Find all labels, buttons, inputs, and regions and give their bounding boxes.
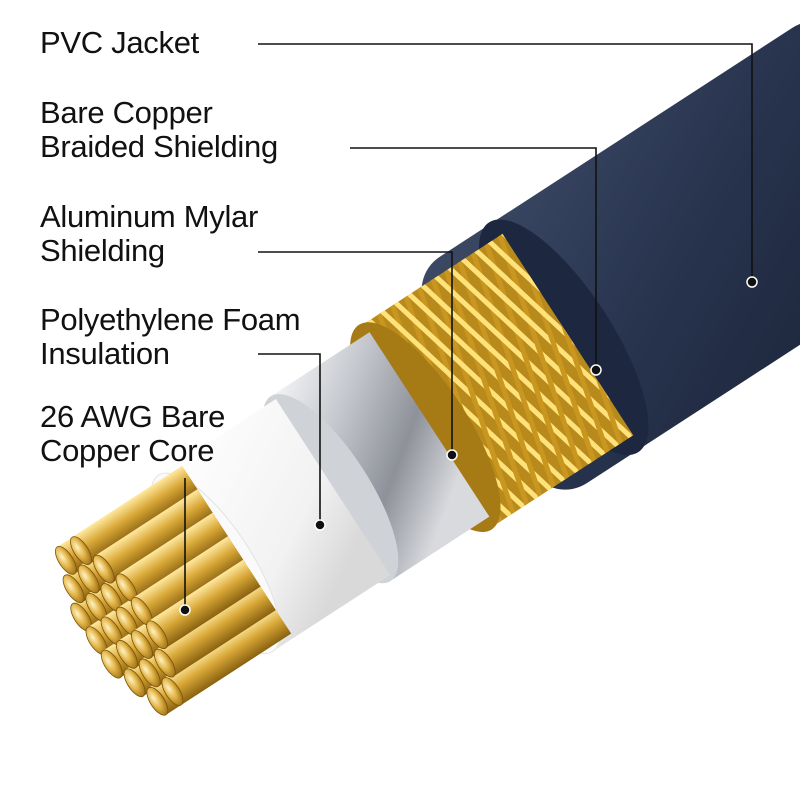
- copper-wire: [156, 583, 276, 677]
- braid-strand: [484, 241, 570, 481]
- copper-wire-tip: [100, 649, 123, 679]
- leader-dot-pvc-jacket: [746, 276, 758, 288]
- foam-insulation: [158, 398, 391, 652]
- braid-strand: [497, 233, 583, 473]
- braid-strand: [457, 259, 543, 499]
- braid-strand: [430, 276, 516, 516]
- label-braided-shielding-line-1: Bare Copper: [40, 95, 213, 130]
- label-mylar-shielding-line-2: Shielding: [40, 233, 165, 268]
- label-copper-core-line-2: Copper Core: [40, 433, 215, 468]
- copper-wire-tip: [123, 668, 146, 698]
- label-braided-shielding: Bare Copper Braided Shielding: [40, 96, 278, 164]
- braid-strand: [470, 250, 557, 490]
- copper-wire-tip: [115, 639, 138, 669]
- copper-wire-tip: [92, 554, 115, 584]
- label-foam-insulation-line-1: Polyethylene Foam: [40, 302, 301, 337]
- leader-dot-braided-shielding: [590, 364, 602, 376]
- copper-wire-tip: [62, 574, 85, 604]
- copper-wire-tip: [161, 677, 184, 706]
- copper-wire-tip: [138, 658, 161, 688]
- label-pvc-jacket-line-1: PVC Jacket: [40, 25, 199, 60]
- copper-wire-tip: [131, 630, 153, 659]
- copper-core: [54, 465, 292, 716]
- leader-lines: [179, 43, 758, 616]
- leader-dot-mylar-shielding: [446, 449, 458, 461]
- copper-wire: [148, 559, 261, 649]
- braid-strand: [443, 267, 530, 507]
- copper-wire-tip: [153, 648, 176, 678]
- copper-wire: [117, 512, 231, 602]
- copper-wire: [133, 536, 246, 625]
- copper-wire: [72, 465, 200, 565]
- leader-braided-shielding: [350, 147, 597, 370]
- copper-wire-tip: [54, 546, 77, 575]
- label-foam-insulation: Polyethylene Foam Insulation: [40, 302, 301, 371]
- leader-pvc-jacket: [258, 43, 753, 282]
- label-pvc-jacket: PVC Jacket: [40, 26, 199, 60]
- label-braided-shielding-line-2: Braided Shielding: [40, 129, 278, 164]
- label-mylar-shielding: Aluminum Mylar Shielding: [40, 200, 258, 268]
- label-copper-core-line-1: 26 AWG Bare: [40, 399, 226, 434]
- leader-mylar-shielding: [258, 251, 453, 455]
- copper-wire-tip: [70, 536, 92, 565]
- leader-dot-foam-insulation: [314, 519, 326, 531]
- label-mylar-shielding-line-1: Aluminum Mylar: [40, 199, 259, 234]
- label-copper-core: 26 AWG Bare Copper Core: [40, 400, 225, 468]
- mylar-shielding: [268, 332, 490, 583]
- copper-wire: [163, 606, 292, 705]
- copper-wire-tip: [146, 620, 168, 650]
- copper-wire-tip: [146, 686, 169, 716]
- copper-wire-tip: [77, 564, 100, 594]
- leader-foam-insulation: [258, 353, 321, 525]
- leader-dot-copper-core: [179, 604, 191, 616]
- label-foam-insulation-line-2: Insulation: [40, 336, 170, 371]
